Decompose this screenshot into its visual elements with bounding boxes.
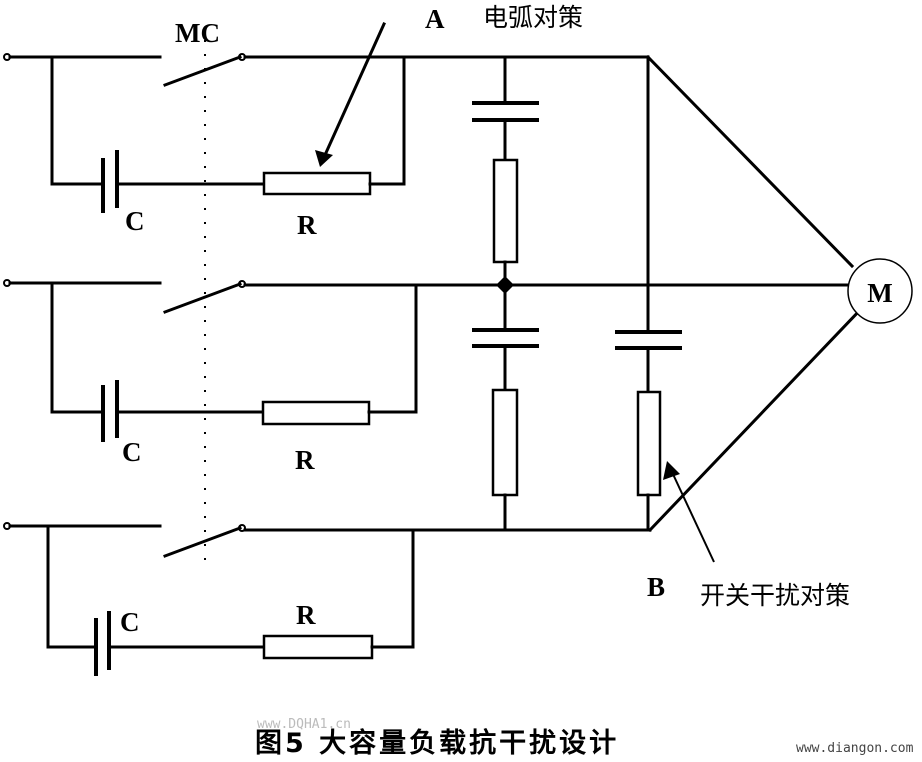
phase-line-3 xyxy=(3,522,652,676)
rc-resistor-lower xyxy=(491,388,519,497)
phase-line-2 xyxy=(3,279,852,442)
label-motor: M xyxy=(867,278,892,308)
snubber-resistor-1 xyxy=(262,171,372,196)
label-point-a: A xyxy=(425,4,445,34)
label-c-2: C xyxy=(122,437,142,467)
rc-resistor-b xyxy=(636,390,662,497)
contactor-switch-3 xyxy=(163,526,242,558)
label-switching-measure: 开关干扰对策 xyxy=(700,581,850,610)
contactor-switch-2 xyxy=(163,282,242,314)
label-r-2: R xyxy=(295,445,315,475)
rc-resistor-upper xyxy=(492,158,519,264)
site-watermark: www.diangon.com xyxy=(796,741,914,756)
motor-lead-3 xyxy=(647,306,864,533)
snubber-resistor-3 xyxy=(262,634,374,660)
arrow-a xyxy=(315,22,386,167)
junction-dot xyxy=(496,276,514,294)
watermark: www.DQHA1.cn xyxy=(257,717,351,732)
phase-line-1 xyxy=(3,53,650,213)
figure-caption: 图5 大容量负载抗干扰设计 xyxy=(255,727,619,759)
arrow-b xyxy=(663,461,715,563)
motor-lead-1 xyxy=(645,54,855,269)
label-mc: MC xyxy=(175,18,220,48)
rc-network-center xyxy=(472,55,539,532)
label-arc-measure: 电弧对策 xyxy=(483,3,583,32)
label-c-1: C xyxy=(125,206,145,236)
rc-network-b xyxy=(615,55,682,532)
motor-circle xyxy=(847,258,913,324)
label-r-3: R xyxy=(296,600,316,630)
label-c-3: C xyxy=(120,607,140,637)
contactor-switch-1 xyxy=(163,55,242,87)
label-point-b: B xyxy=(647,572,665,602)
label-r-1: R xyxy=(297,210,317,240)
snubber-resistor-2 xyxy=(261,400,371,426)
